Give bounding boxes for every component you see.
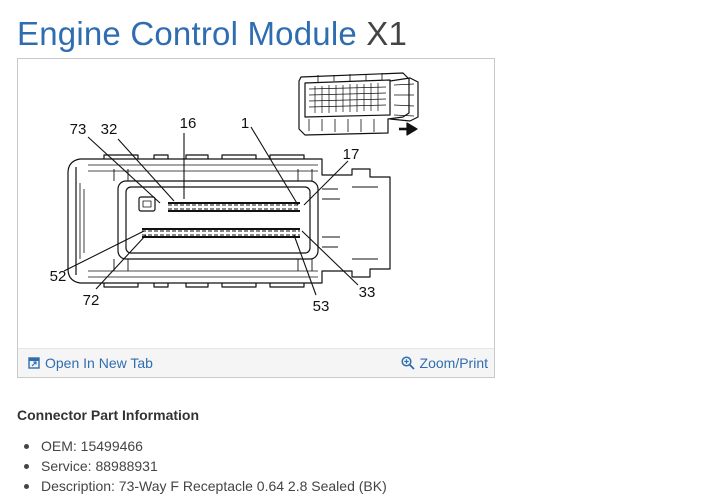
connector-info-oem: OEM: 15499466 — [17, 436, 387, 456]
pin-label-53: 53 — [313, 298, 330, 315]
connector-thumbnail — [298, 72, 419, 136]
connector-part-info-list: OEM: 15499466 Service: 88988931 Descript… — [17, 436, 387, 496]
page-title-suffix: X1 — [366, 15, 408, 52]
pin-label-1: 1 — [241, 115, 249, 132]
open-in-new-tab-link[interactable]: Open In New Tab — [28, 355, 153, 371]
zoom-print-label: Zoom/Print — [419, 355, 488, 371]
connector-part-info-heading: Connector Part Information — [17, 407, 200, 423]
figure-toolbar: Open In New Tab Zoom/Print — [18, 348, 494, 377]
pin-label-72: 72 — [83, 292, 100, 309]
connector-info-description: Description: 73-Way F Receptacle 0.64 2.… — [17, 476, 387, 496]
pin-label-16: 16 — [180, 115, 197, 132]
page-title: Engine Control Module X1 — [17, 14, 407, 54]
magnifier-plus-icon — [400, 356, 415, 370]
pin-label-73: 73 — [70, 121, 87, 138]
connector-figure: 73 32 16 1 17 52 72 53 33 Open In New Ta… — [17, 58, 495, 378]
zoom-print-link[interactable]: Zoom/Print — [400, 355, 488, 371]
connector-info-service: Service: 88988931 — [17, 456, 387, 476]
pin-label-32: 32 — [101, 121, 118, 138]
pin-label-52: 52 — [50, 268, 67, 285]
open-in-new-tab-label: Open In New Tab — [45, 355, 153, 371]
connector-diagram: 73 32 16 1 17 52 72 53 33 — [50, 72, 419, 315]
direction-arrow-icon — [406, 122, 418, 136]
pin-label-17: 17 — [343, 146, 360, 163]
pin-label-33: 33 — [359, 284, 376, 301]
open-in-new-tab-icon — [28, 357, 40, 369]
page-title-main: Engine Control Module — [17, 15, 357, 52]
connector-body — [67, 154, 391, 288]
